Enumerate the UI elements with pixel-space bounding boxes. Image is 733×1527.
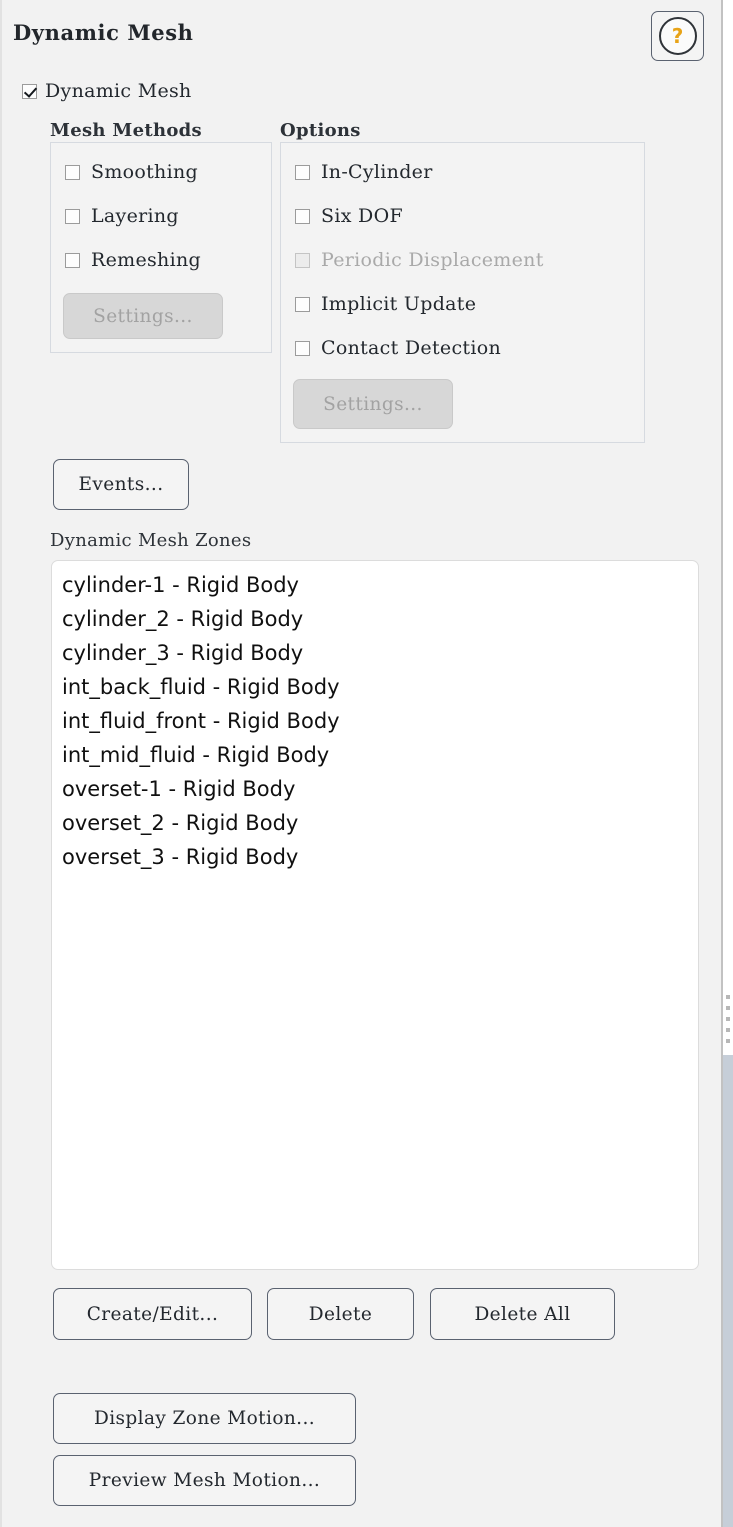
checkbox-six-dof-label: Six DOF — [321, 205, 403, 227]
list-item[interactable]: int_back_fluid - Rigid Body — [62, 675, 340, 699]
list-item[interactable]: overset_2 - Rigid Body — [62, 811, 299, 835]
checkbox-implicit-update-label: Implicit Update — [321, 293, 477, 315]
checkbox-icon[interactable] — [65, 252, 80, 268]
help-button[interactable]: ? — [651, 11, 704, 61]
panel-header: Dynamic Mesh ? — [2, 0, 733, 70]
scrollbar-thumb[interactable] — [723, 1055, 733, 1527]
checkbox-icon[interactable] — [295, 296, 310, 312]
grip-dot-icon — [726, 1017, 730, 1021]
checkbox-periodic-displacement: Periodic Displacement — [295, 249, 544, 271]
list-item[interactable]: overset_3 - Rigid Body — [62, 845, 299, 869]
mesh-methods-settings-button: Settings... — [63, 293, 223, 339]
checkbox-icon[interactable] — [295, 164, 310, 180]
checkbox-icon[interactable] — [65, 164, 80, 180]
list-item[interactable]: cylinder_3 - Rigid Body — [62, 641, 304, 665]
list-item[interactable]: int_fluid_front - Rigid Body — [62, 709, 340, 733]
checkbox-icon[interactable] — [295, 340, 310, 356]
panel-splitter[interactable] — [721, 0, 723, 1527]
checkbox-remeshing[interactable]: Remeshing — [65, 249, 201, 271]
checkbox-icon — [295, 252, 310, 268]
checkbox-contact-detection-label: Contact Detection — [321, 337, 501, 359]
checkbox-contact-detection[interactable]: Contact Detection — [295, 337, 501, 359]
options-settings-button: Settings... — [293, 379, 453, 429]
list-item[interactable]: int_mid_fluid - Rigid Body — [62, 743, 330, 767]
dynamic-mesh-checkbox[interactable]: Dynamic Mesh — [22, 80, 192, 102]
dynamic-mesh-checkbox-label: Dynamic Mesh — [45, 80, 192, 102]
checkbox-remeshing-label: Remeshing — [91, 249, 201, 271]
options-group: In-Cylinder Six DOF Periodic Displacemen… — [280, 142, 645, 443]
checkbox-smoothing[interactable]: Smoothing — [65, 161, 198, 183]
options-caption: Options — [280, 120, 361, 141]
display-zone-motion-button[interactable]: Display Zone Motion... — [53, 1393, 356, 1444]
checkbox-icon[interactable] — [295, 208, 310, 224]
checkbox-in-cylinder[interactable]: In-Cylinder — [295, 161, 433, 183]
preview-mesh-motion-button[interactable]: Preview Mesh Motion... — [53, 1455, 356, 1506]
delete-all-button[interactable]: Delete All — [430, 1288, 615, 1340]
grip-dot-icon — [726, 1006, 730, 1010]
scrollbar-track[interactable] — [723, 0, 733, 1527]
grip-dot-icon — [726, 995, 730, 999]
help-icon: ? — [658, 17, 697, 55]
list-item[interactable]: overset-1 - Rigid Body — [62, 777, 296, 801]
splitter-grip-handle[interactable] — [726, 995, 730, 1053]
checkbox-icon[interactable] — [65, 208, 80, 224]
checkbox-periodic-displacement-label: Periodic Displacement — [321, 249, 544, 271]
checkbox-smoothing-label: Smoothing — [91, 161, 198, 183]
page-title: Dynamic Mesh — [13, 20, 194, 45]
grip-dot-icon — [726, 1039, 730, 1043]
checkbox-in-cylinder-label: In-Cylinder — [321, 161, 433, 183]
create-edit-button[interactable]: Create/Edit... — [53, 1288, 252, 1340]
list-item[interactable]: cylinder-1 - Rigid Body — [62, 573, 299, 597]
checkbox-layering[interactable]: Layering — [65, 205, 179, 227]
grip-dot-icon — [726, 1028, 730, 1032]
checkbox-icon[interactable] — [22, 83, 37, 99]
dynamic-mesh-zones-list[interactable]: cylinder-1 - Rigid Body cylinder_2 - Rig… — [51, 560, 699, 1270]
dynamic-mesh-zones-label: Dynamic Mesh Zones — [50, 530, 252, 551]
delete-button[interactable]: Delete — [267, 1288, 414, 1340]
checkbox-layering-label: Layering — [91, 205, 179, 227]
mesh-methods-caption: Mesh Methods — [50, 120, 202, 141]
events-button[interactable]: Events... — [53, 459, 189, 510]
checkbox-six-dof[interactable]: Six DOF — [295, 205, 403, 227]
checkbox-implicit-update[interactable]: Implicit Update — [295, 293, 476, 315]
list-item[interactable]: cylinder_2 - Rigid Body — [62, 607, 304, 631]
